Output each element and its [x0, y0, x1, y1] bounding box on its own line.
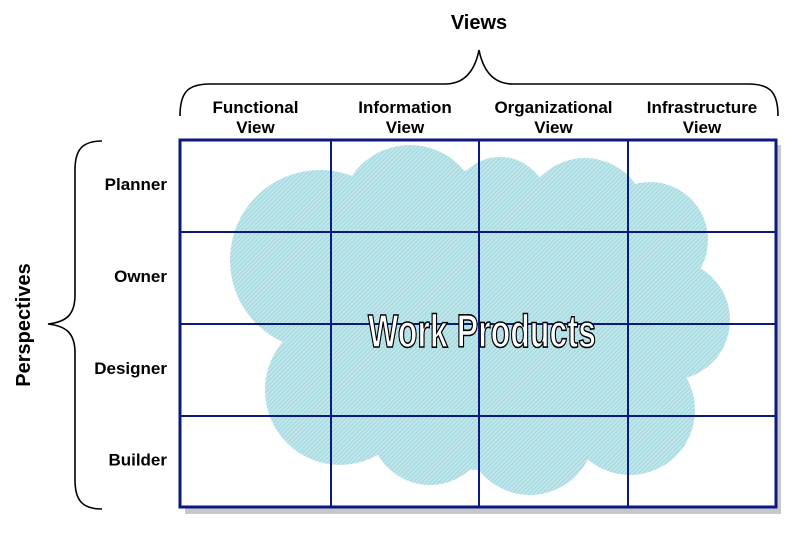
work-products-label: Work Products	[368, 305, 596, 357]
row-label-designer: Designer	[94, 359, 167, 378]
views-title: Views	[451, 12, 507, 34]
perspectives-brace	[47, 140, 103, 510]
grid	[180, 140, 776, 507]
column-header-line1: Organizational	[494, 98, 612, 117]
row-label-planner: Planner	[105, 175, 168, 194]
column-header-line2: View	[386, 118, 425, 137]
grid-border	[178, 138, 778, 509]
column-header-line2: View	[683, 118, 722, 137]
column-header-line2: View	[534, 118, 573, 137]
row-label-owner: Owner	[114, 267, 167, 286]
views-brace	[179, 49, 779, 117]
column-header-line1: Infrastructure	[647, 98, 758, 117]
column-header-line1: Information	[358, 98, 452, 117]
row-label-builder: Builder	[108, 451, 167, 470]
column-header-line1: Functional	[213, 98, 299, 117]
cloud-shape	[230, 145, 730, 495]
column-headers: FunctionalViewInformationViewOrganizatio…	[213, 98, 758, 137]
column-header-line2: View	[236, 118, 275, 137]
perspectives-title: Perspectives	[13, 263, 35, 386]
